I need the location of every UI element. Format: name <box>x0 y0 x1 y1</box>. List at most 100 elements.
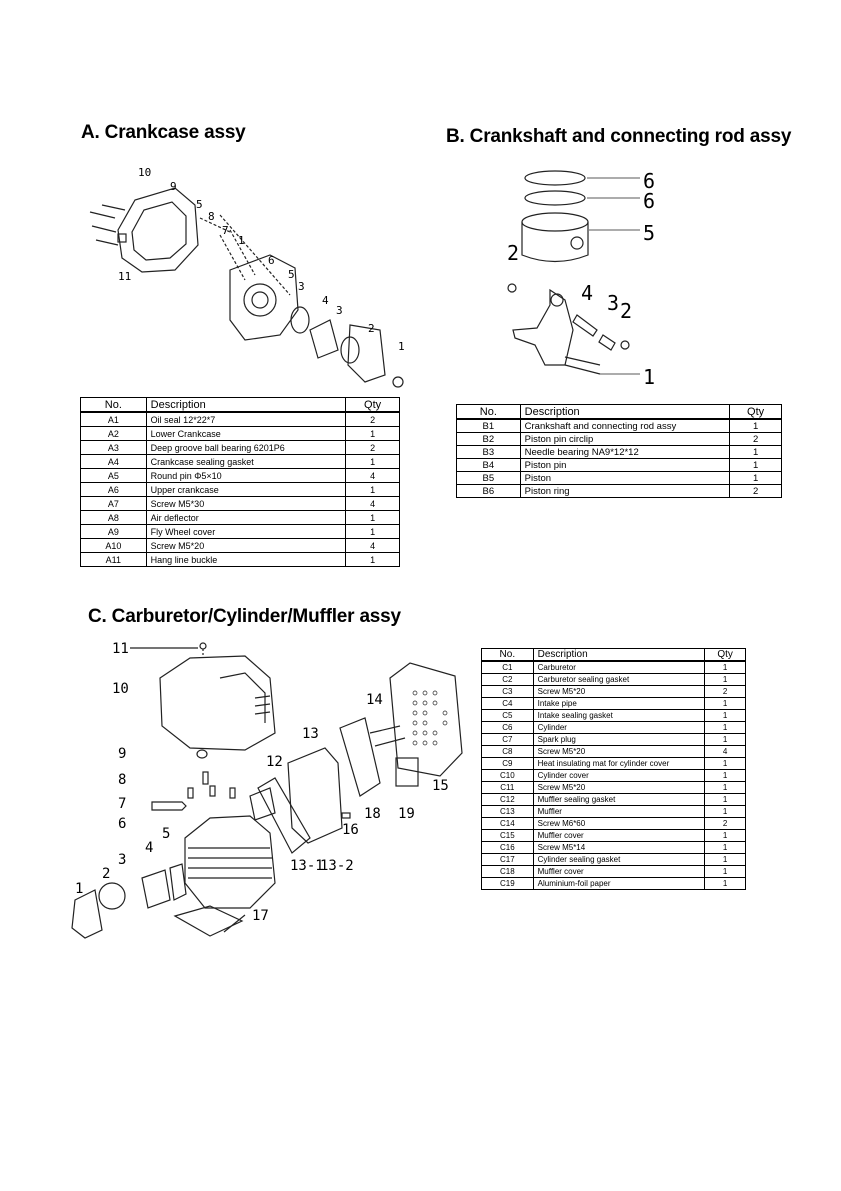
part-number-cell: A6 <box>80 482 147 497</box>
part-qty-cell: 1 <box>729 418 782 433</box>
part-qty-cell: 2 <box>729 484 782 498</box>
part-description-cell: Screw M5*30 <box>145 496 347 511</box>
callout-a-7: 7 <box>222 224 229 237</box>
part-number-cell: B3 <box>456 445 521 459</box>
callout-a-1: 1 <box>238 234 245 247</box>
part-description-cell: Cylinder sealing gasket <box>532 853 706 866</box>
column-header-no: No. <box>481 648 534 662</box>
part-number-cell: A8 <box>80 510 147 525</box>
piston-part <box>521 222 589 263</box>
heat-mat-part <box>196 749 208 759</box>
part-number-cell: C3 <box>481 685 534 698</box>
part-number-cell: A11 <box>80 552 147 567</box>
callout-a-4: 4 <box>322 294 329 307</box>
part-qty-cell: 1 <box>704 865 746 878</box>
part-qty-cell: 1 <box>345 524 400 539</box>
callout-c-18: 18 <box>364 806 381 822</box>
part-description-cell: Aluminium-foil paper <box>532 877 706 890</box>
part-description-cell: Screw M5*14 <box>532 841 706 854</box>
callout-c-13-2: 13-2 <box>320 858 354 874</box>
part-qty-cell: 1 <box>345 426 400 441</box>
part-number-cell: C16 <box>481 841 534 854</box>
column-header-description: Description <box>519 404 731 420</box>
column-header-description: Description <box>532 648 706 662</box>
part-qty-cell: 1 <box>704 841 746 854</box>
part-number-cell: C1 <box>481 660 534 674</box>
part-number-cell: A2 <box>80 426 147 441</box>
part-description-cell: Screw M6*60 <box>532 817 706 830</box>
callout-b-3: 3 <box>607 291 619 315</box>
part-description-cell: Round pin Φ5×10 <box>145 468 347 483</box>
callout-c-13: 13 <box>302 726 319 742</box>
circlip-part <box>507 283 517 293</box>
part-description-cell: Piston ring <box>519 484 731 498</box>
callout-c-9: 9 <box>118 746 126 762</box>
part-number-cell: A5 <box>80 468 147 483</box>
callout-c-5: 5 <box>162 826 170 842</box>
part-number-cell: C7 <box>481 733 534 746</box>
part-number-cell: B4 <box>456 458 521 472</box>
part-number-cell: C18 <box>481 865 534 878</box>
column-header-no: No. <box>80 397 147 413</box>
callout-c-7: 7 <box>118 796 126 812</box>
lower-crankcase-part <box>347 324 386 383</box>
callout-c-19: 19 <box>398 806 415 822</box>
callout-b-2: 2 <box>507 241 519 265</box>
part-qty-cell: 2 <box>704 685 746 698</box>
part-description-cell: Muffler cover <box>532 865 706 878</box>
carburetor-part <box>71 889 103 939</box>
part-description-cell: Crankcase sealing gasket <box>145 454 347 469</box>
part-description-cell: Muffler <box>532 805 706 818</box>
part-number-cell: A1 <box>80 411 147 427</box>
callout-c-14: 14 <box>366 692 383 708</box>
part-qty-cell: 1 <box>704 697 746 710</box>
muffler-cover-part <box>339 717 381 797</box>
part-number-cell: C12 <box>481 793 534 806</box>
part-number-cell: A10 <box>80 538 147 553</box>
part-qty-cell: 1 <box>729 471 782 485</box>
part-qty-cell: 4 <box>345 468 400 483</box>
oil-seal-part <box>392 376 404 388</box>
part-qty-cell: 2 <box>704 817 746 830</box>
needle-bearing-part <box>598 334 616 351</box>
callout-c-12: 12 <box>266 754 283 770</box>
callout-b-6b: 6 <box>643 189 655 213</box>
callout-a-5: 5 <box>196 198 203 211</box>
section-c-title: C. Carburetor/Cylinder/Muffler assy <box>88 606 401 627</box>
part-number-cell: B6 <box>456 484 521 498</box>
part-number-cell: C9 <box>481 757 534 770</box>
callout-c-1: 1 <box>75 881 83 897</box>
part-number-cell: B5 <box>456 471 521 485</box>
callout-b-1: 1 <box>643 365 655 389</box>
part-number-cell: C6 <box>481 721 534 734</box>
part-qty-cell: 1 <box>729 458 782 472</box>
callout-c-10: 10 <box>112 681 129 697</box>
part-number-cell: C15 <box>481 829 534 842</box>
part-number-cell: A7 <box>80 496 147 511</box>
part-qty-cell: 2 <box>345 411 400 427</box>
callout-c-17: 17 <box>252 908 269 924</box>
part-number-cell: C8 <box>481 745 534 758</box>
part-description-cell: Air deflector <box>145 510 347 525</box>
callout-a-8: 8 <box>208 210 215 223</box>
part-description-cell: Cylinder cover <box>532 769 706 782</box>
part-qty-cell: 1 <box>345 510 400 525</box>
